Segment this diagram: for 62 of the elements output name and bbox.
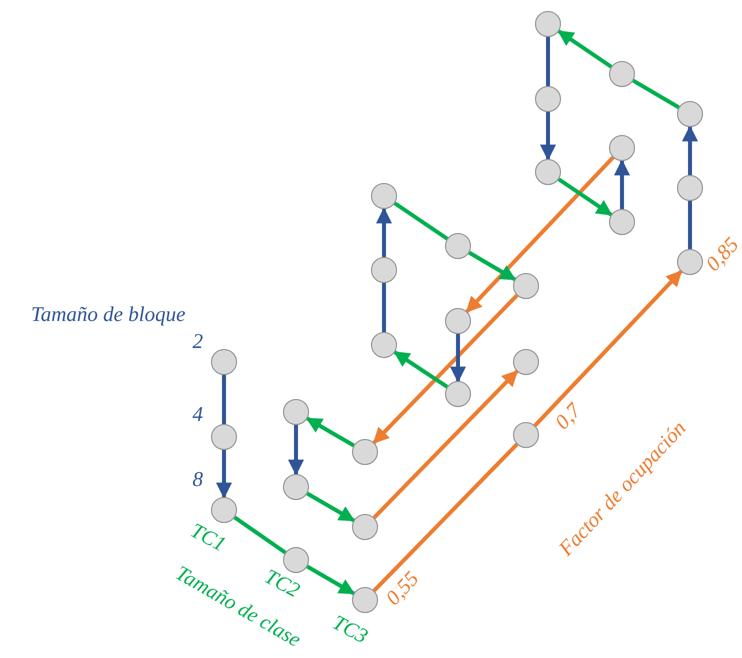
circle-node (677, 249, 703, 275)
connector-line (632, 78, 680, 110)
arrow (614, 159, 630, 209)
circle-node (352, 514, 378, 540)
arrow (394, 350, 448, 388)
circle-node (609, 209, 635, 235)
circle-node (352, 439, 378, 465)
arrow (216, 450, 232, 499)
arrow (534, 270, 682, 427)
circle-node (283, 474, 309, 500)
axis-title: Tamaño de bloque (31, 304, 186, 324)
circle-node (535, 86, 561, 112)
tick-label: TC2 (261, 565, 303, 601)
arrow (557, 30, 612, 68)
arrow (306, 564, 356, 596)
circle-node (445, 308, 471, 334)
circle-node (535, 11, 561, 37)
tick-label: TC1 (187, 519, 229, 555)
circle-node (513, 349, 539, 375)
circle-node (677, 101, 703, 127)
tick-label: TC3 (329, 611, 371, 647)
circle-node (535, 159, 561, 185)
arrow (558, 178, 613, 216)
circle-node (352, 587, 378, 613)
arrow (466, 156, 614, 313)
circle-node (513, 422, 539, 448)
arrow (468, 250, 516, 282)
arrow (288, 425, 304, 476)
circle-node (283, 399, 309, 425)
circle-node (609, 61, 635, 87)
circle-node (513, 273, 539, 299)
arrow (372, 370, 518, 520)
tick-label: 4 (192, 404, 203, 424)
tick-label: 0,7 (552, 399, 585, 433)
circle-node (445, 381, 471, 407)
circle-node (371, 257, 397, 283)
connector-line (394, 202, 448, 240)
circle-node (445, 233, 471, 259)
tick-label: 0,85 (702, 233, 742, 275)
arrow (376, 207, 392, 257)
connector-line (382, 283, 386, 332)
connector-line (688, 201, 692, 249)
arrow (682, 125, 698, 175)
connector-line (546, 37, 550, 86)
circle-node (677, 175, 703, 201)
tick-label: 8 (192, 468, 203, 490)
connector-line (234, 516, 286, 554)
arrow (540, 112, 556, 161)
arrow (306, 416, 355, 448)
circle-node (211, 497, 237, 523)
circle-node (609, 135, 635, 161)
arrow (372, 294, 518, 444)
connector-line (222, 375, 226, 424)
tick-label: 0,55 (382, 567, 422, 609)
circle-node (211, 424, 237, 450)
connector-line (372, 442, 518, 592)
circle-node (211, 349, 237, 375)
circle-node (371, 332, 397, 358)
arrow (306, 492, 356, 522)
circle-node (371, 183, 397, 209)
tick-label: 2 (192, 330, 203, 352)
arrow (450, 334, 466, 383)
